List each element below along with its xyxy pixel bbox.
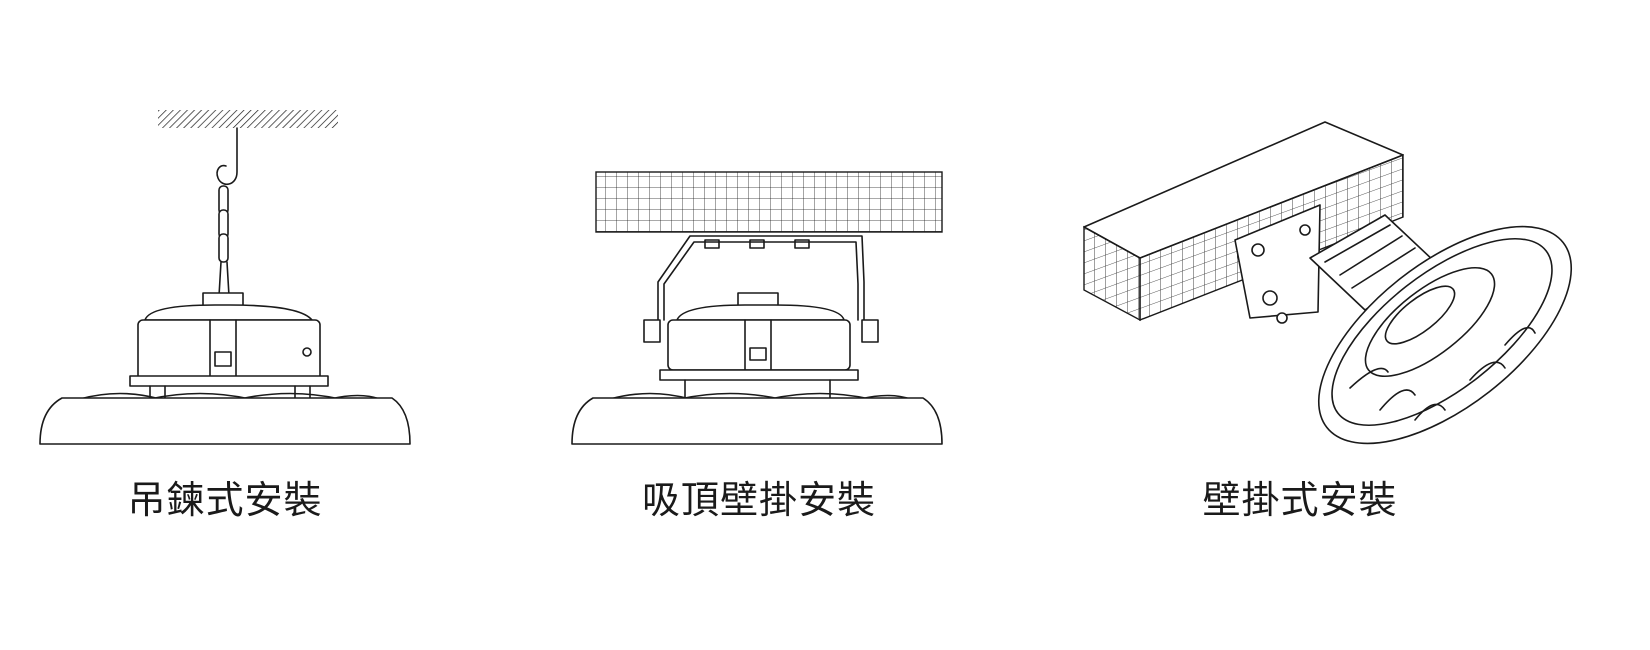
caption-ceiling-bracket-mount: 吸頂壁掛安裝 [641,478,876,522]
wall-mount-illustration [1083,121,1573,445]
panel-ceiling-bracket-mount: 吸頂壁掛安裝 [550,0,1050,650]
mounting-bracket [643,235,879,343]
wall-bracket [1234,204,1321,324]
high-bay-lamp-angled [1309,214,1573,445]
caption-wall-mount: 壁掛式安裝 [1202,478,1398,522]
ceiling-hatch [158,110,338,128]
ceiling-block [595,171,943,233]
high-bay-lamp [39,292,411,445]
chain [218,185,230,297]
panel-chain-mount: 吊鍊式安裝 [0,0,550,650]
chain-mount-illustration [39,110,411,445]
ceiling-bracket-illustration [571,171,943,445]
panel-wall-mount: 壁掛式安裝 [1050,0,1650,650]
ceiling-hook [216,127,238,185]
caption-chain-mount: 吊鍊式安裝 [127,478,323,522]
high-bay-lamp [571,292,943,445]
